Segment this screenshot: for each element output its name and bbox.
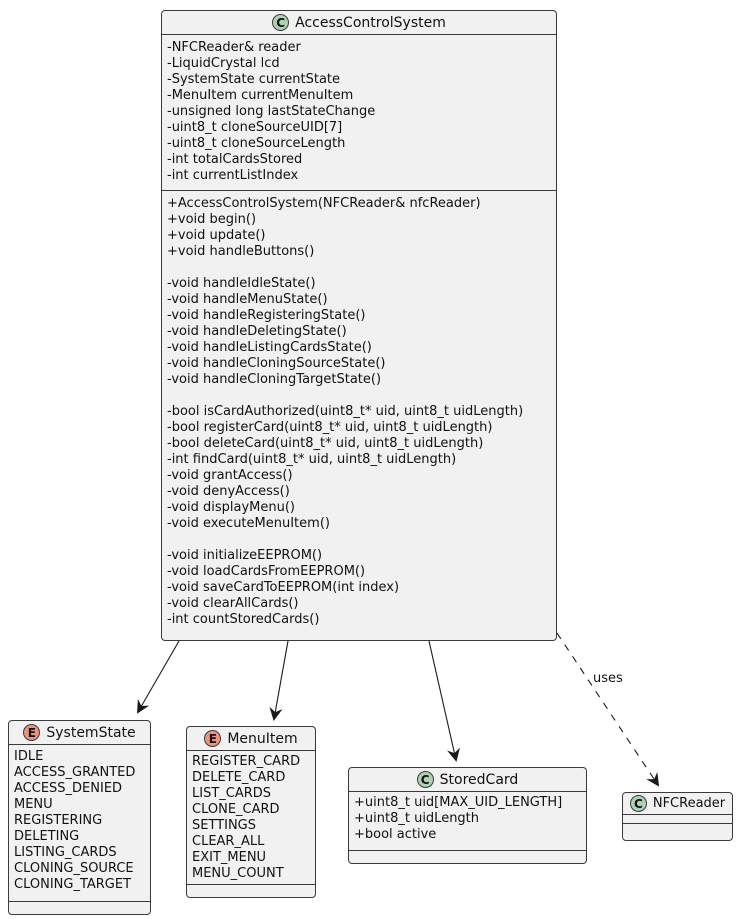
member-line: -void handleCloningSourceState() — [167, 356, 386, 371]
empty-compartment — [623, 815, 732, 824]
member-line: -int totalCardsStored — [167, 152, 303, 167]
member-line: +bool active — [354, 827, 437, 842]
member-line: +void begin() — [167, 212, 257, 227]
enum-header-systemstate: E SystemState — [9, 721, 150, 745]
member-line: REGISTERING — [14, 813, 103, 828]
member-line: -uint8_t cloneSourceLength — [167, 136, 346, 151]
arrow-acs-to-storedcard — [428, 640, 460, 762]
member-line: LISTING_CARDS — [14, 845, 117, 860]
member-line: CLONE_CARD — [192, 802, 280, 817]
member-line: -void handleCloningTargetState() — [167, 372, 382, 387]
member-line: -int findCard(uint8_t* uid, uint8_t uidL… — [167, 452, 457, 467]
member-line: MENU — [14, 797, 53, 812]
member-line: +uint8_t uid[MAX_UID_LENGTH] — [354, 795, 563, 810]
member-line: -LiquidCrystal lcd — [167, 56, 280, 71]
member-line: +AccessControlSystem(NFCReader& nfcReade… — [167, 196, 481, 211]
member-line: -void clearAllCards() — [167, 596, 299, 611]
member-line — [167, 260, 551, 276]
member-line: -void initializeEEPROM() — [167, 548, 323, 563]
member-line: +void update() — [167, 228, 266, 243]
empty-compartment — [187, 885, 315, 897]
class-spot-icon: C — [416, 771, 434, 788]
class-node-accesscontrolsystem: C AccessControlSystem -NFCReader& reader… — [161, 10, 557, 641]
enum-title-systemstate: SystemState — [46, 724, 136, 741]
member-line: -void handleDeletingState() — [167, 324, 347, 339]
member-line: -void denyAccess() — [167, 484, 290, 499]
member-line: DELETE_CARD — [192, 770, 286, 785]
member-line: -bool deleteCard(uint8_t* uid, uint8_t u… — [167, 436, 484, 451]
member-line: -unsigned long lastStateChange — [167, 104, 376, 119]
attributes-compartment: -NFCReader& reader-LiquidCrystal lcd-Sys… — [162, 35, 556, 191]
member-line — [167, 388, 551, 404]
class-header-storedcard: C StoredCard — [349, 768, 586, 792]
member-line: -void loadCardsFromEEPROM() — [167, 564, 366, 579]
member-line: ACCESS_GRANTED — [14, 765, 136, 780]
member-line — [167, 532, 551, 548]
member-line: REGISTER_CARD — [192, 754, 301, 769]
class-header-accesscontrolsystem: C AccessControlSystem — [162, 11, 556, 35]
dashed-arrow-acs-to-nfcreader — [556, 632, 660, 787]
empty-compartment — [9, 902, 150, 914]
member-line: EXIT_MENU — [192, 850, 267, 865]
member-line: -void displayMenu() — [167, 500, 295, 515]
member-line: +uint8_t uidLength — [354, 811, 480, 826]
uses-edge-label: uses — [593, 671, 623, 686]
class-title-nfcreader: NFCReader — [652, 796, 726, 811]
member-line: ACCESS_DENIED — [14, 781, 123, 796]
member-line: DELETING — [14, 829, 80, 844]
member-line: IDLE — [14, 749, 44, 764]
methods-compartment: +AccessControlSystem(NFCReader& nfcReade… — [162, 191, 556, 640]
member-line: -int currentListIndex — [167, 168, 299, 183]
member-line: +void handleButtons() — [167, 244, 315, 259]
member-line: -void grantAccess() — [167, 468, 293, 483]
member-line: LIST_CARDS — [192, 786, 272, 801]
empty-compartment — [349, 851, 586, 863]
member-line: -uint8_t cloneSourceUID[7] — [167, 120, 343, 135]
member-line: -NFCReader& reader — [167, 40, 301, 55]
member-line: -int countStoredCards() — [167, 612, 320, 627]
member-line: -SystemState currentState — [167, 72, 341, 87]
member-line: -bool registerCard(uint8_t* uid, uint8_t… — [167, 420, 493, 435]
class-title-accesscontrolsystem: AccessControlSystem — [295, 14, 446, 31]
enum-title-menuitem: MenuItem — [227, 730, 298, 747]
class-node-storedcard: C StoredCard +uint8_t uid[MAX_UID_LENGTH… — [348, 767, 587, 864]
member-line: CLONING_TARGET — [14, 877, 132, 892]
member-line: -void executeMenuItem() — [167, 516, 330, 531]
attributes-compartment: +uint8_t uid[MAX_UID_LENGTH]+uint8_t uid… — [349, 792, 586, 851]
member-line: SETTINGS — [192, 818, 257, 833]
member-line: MENU_COUNT — [192, 866, 284, 881]
class-spot-icon: C — [272, 14, 290, 31]
member-line: -MenuItem currentMenuItem — [167, 88, 354, 103]
member-line: -void handleMenuState() — [167, 292, 328, 307]
member-line: -bool isCardAuthorized(uint8_t* uid, uin… — [167, 404, 524, 419]
arrow-acs-to-menuitem — [269, 640, 289, 721]
class-header-nfcreader: C NFCReader — [623, 793, 732, 815]
member-line: -void saveCardToEEPROM(int index) — [167, 580, 400, 595]
enum-spot-icon: E — [23, 724, 41, 741]
member-line: CLEAR_ALL — [192, 834, 265, 849]
class-spot-icon: C — [629, 795, 647, 812]
member-line: -void handleListingCardsState() — [167, 340, 372, 355]
member-line: CLONING_SOURCE — [14, 861, 134, 876]
class-node-nfcreader: C NFCReader — [622, 792, 733, 841]
arrow-acs-to-systemstate — [137, 640, 180, 714]
class-title-storedcard: StoredCard — [439, 771, 519, 788]
member-line: -void handleIdleState() — [167, 276, 316, 291]
member-line: -void handleRegisteringState() — [167, 308, 366, 323]
enum-spot-icon: E — [204, 730, 222, 747]
empty-compartment — [623, 824, 732, 840]
enum-header-menuitem: E MenuItem — [187, 727, 315, 751]
